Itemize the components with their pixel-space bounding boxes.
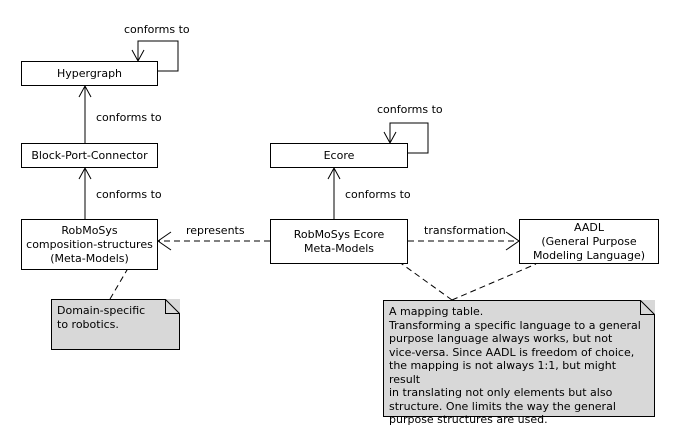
edge-label-represents: represents — [186, 224, 245, 237]
connector-robmosysecore-conforms-to-ecore — [327, 166, 341, 219]
node-robmosys-ecore-meta-models[interactable]: RobMoSys Ecore Meta-Models — [270, 219, 408, 264]
connector-note-mapping-to-robmosysecore — [394, 258, 453, 301]
connector-note-mapping-to-aadl — [451, 263, 537, 301]
node-ecore[interactable]: Ecore — [270, 143, 408, 168]
connector-bpc-conforms-to-hypergraph — [78, 84, 92, 143]
edge-label-compositionstructures-conforms-to: conforms to — [96, 188, 162, 201]
node-ecore-label: Ecore — [323, 148, 355, 162]
note-domain-specific-text: Domain-specific to robotics. — [57, 304, 146, 331]
edge-label-hypergraph-conforms-to: conforms to — [124, 23, 190, 36]
node-aadl-label: AADL (General Purpose Modeling Language) — [532, 220, 646, 262]
node-robmosys-composition-structures-label: RobMoSys composition-structures (Meta-Mo… — [26, 223, 153, 265]
edge-label-ecore-conforms-to: conforms to — [377, 103, 443, 116]
edge-label-transformation: transformation — [424, 224, 506, 237]
note-shape-mapping-table — [383, 300, 655, 417]
note-mapping-table-text: A mapping table. Transforming a specific… — [389, 305, 641, 426]
node-block-port-connector[interactable]: Block-Port-Connector — [21, 143, 158, 168]
edge-label-bpc-conforms-to: conforms to — [96, 111, 162, 124]
edge-label-robmosysecore-conforms-to: conforms to — [345, 188, 411, 201]
node-aadl[interactable]: AADL (General Purpose Modeling Language) — [519, 219, 659, 264]
connector-compositionstructures-conforms-to-bpc — [78, 166, 92, 219]
node-robmosys-composition-structures[interactable]: RobMoSys composition-structures (Meta-Mo… — [21, 219, 158, 270]
node-hypergraph[interactable]: Hypergraph — [21, 61, 158, 86]
node-robmosys-ecore-meta-models-label: RobMoSys Ecore Meta-Models — [293, 227, 385, 255]
node-block-port-connector-label: Block-Port-Connector — [31, 148, 148, 162]
connector-note-domainspecific — [109, 257, 135, 300]
note-shape-domain-specific — [51, 299, 180, 350]
connector-represents — [157, 231, 270, 251]
note-mapping-table[interactable]: A mapping table. Transforming a specific… — [383, 300, 655, 426]
note-domain-specific[interactable]: Domain-specific to robotics. — [51, 299, 180, 350]
node-hypergraph-label: Hypergraph — [56, 66, 123, 80]
